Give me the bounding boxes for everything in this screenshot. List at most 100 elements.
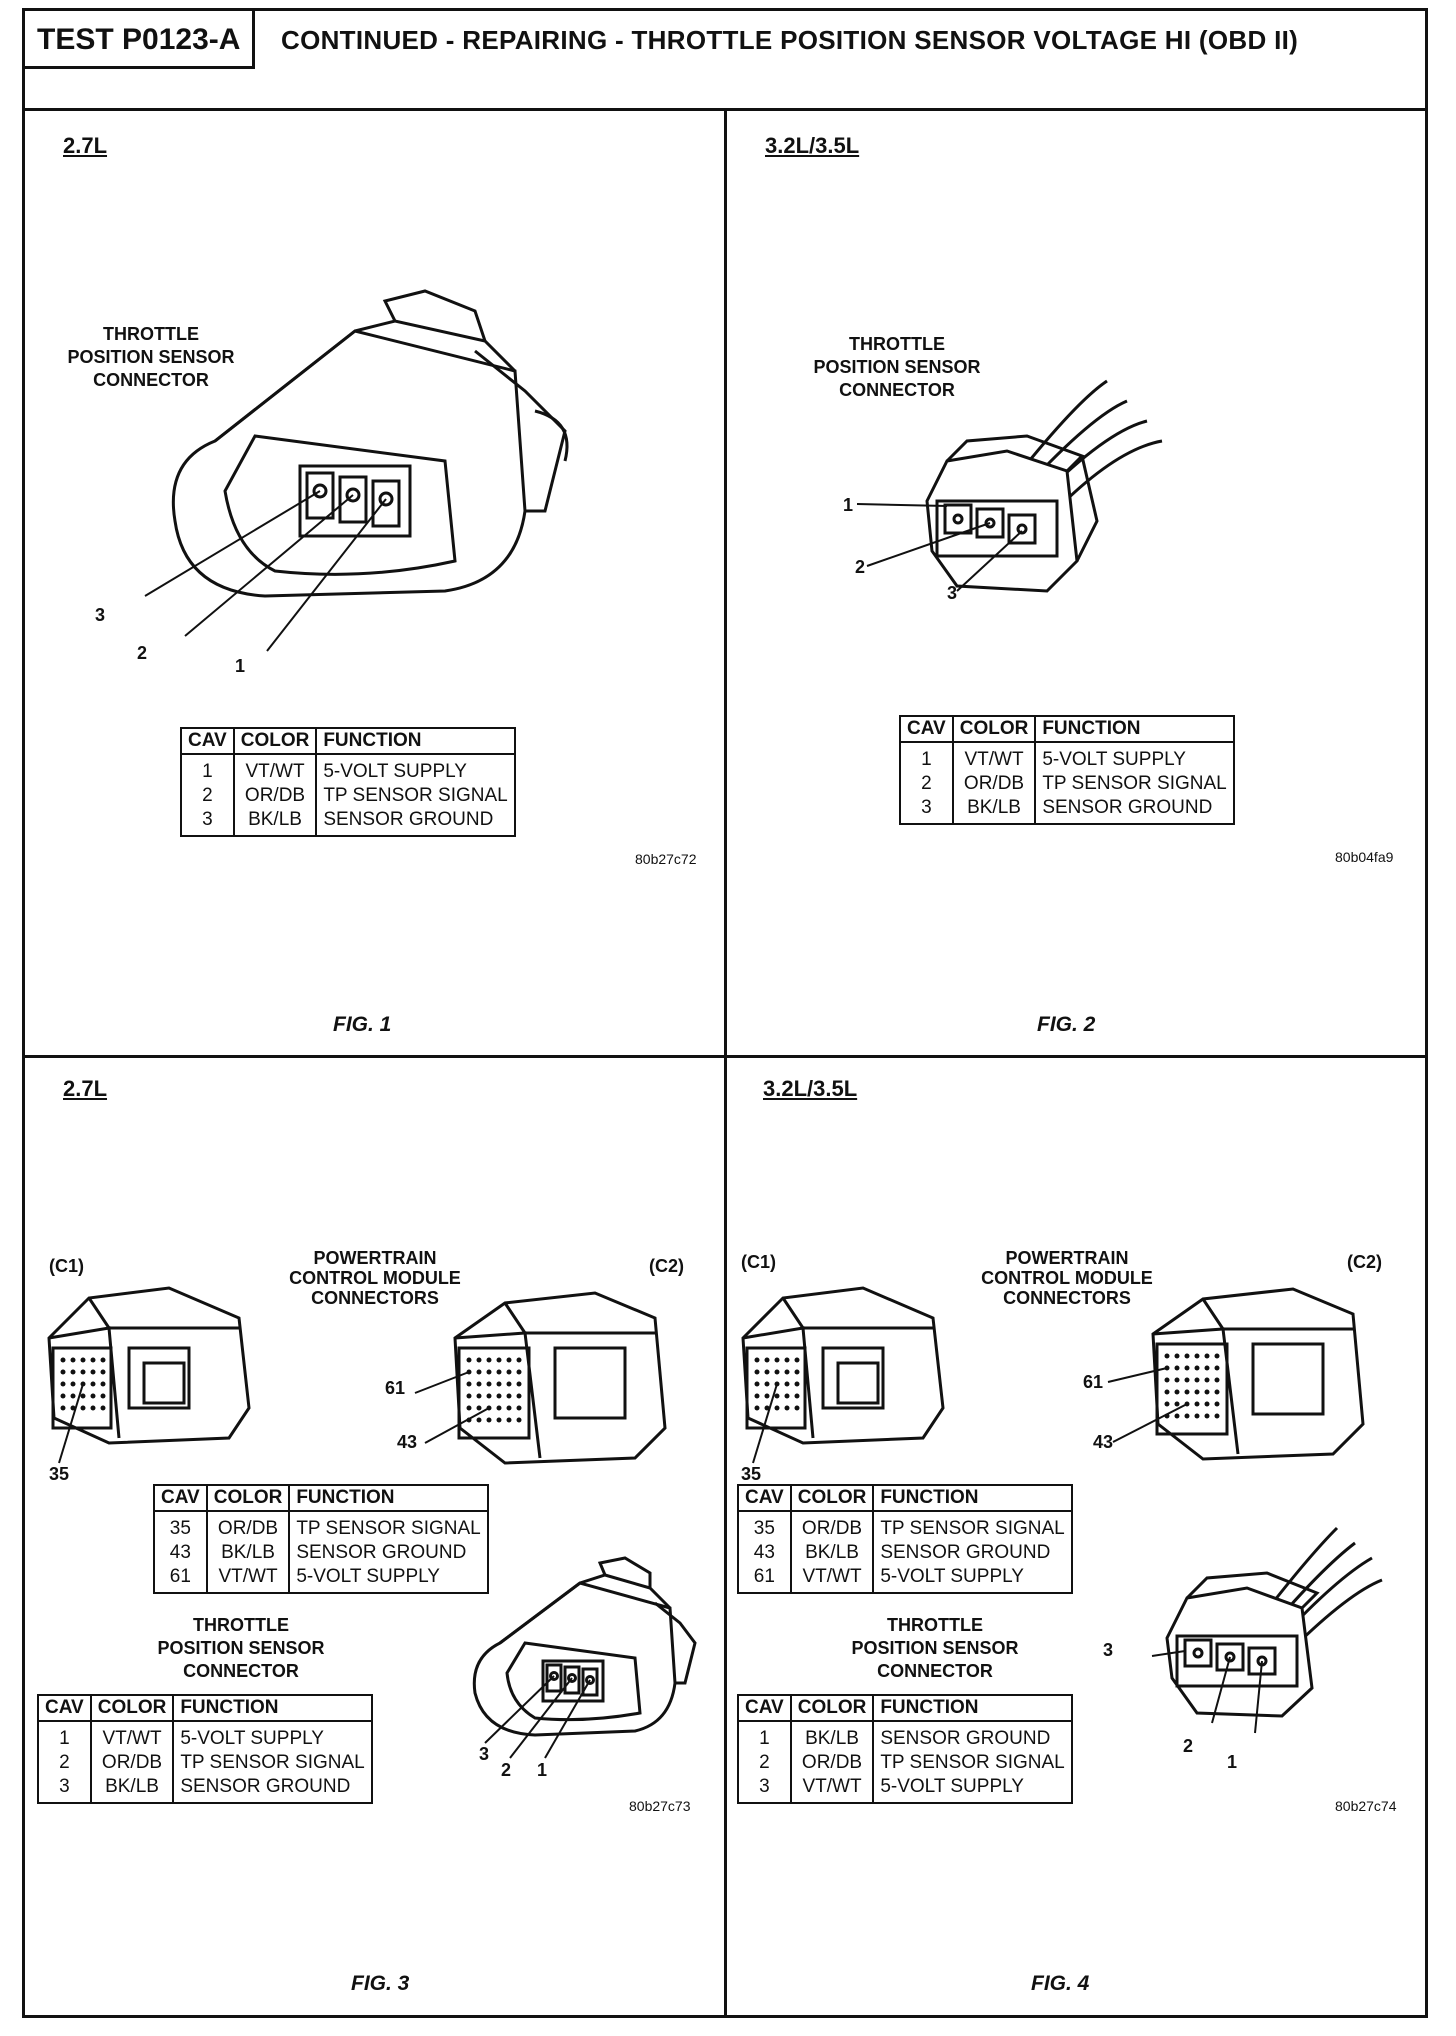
fig2-leader-3 — [956, 530, 1023, 592]
fig4-pin-35: 35 — [741, 1464, 762, 1484]
fig1-leader-2 — [184, 494, 354, 637]
test-id: TEST P0123-A — [25, 11, 256, 69]
fig1-leader-3 — [144, 490, 321, 597]
fig4-caption: FIG. 4 — [1031, 1972, 1090, 1995]
page-frame: TEST P0123-A CONTINUED - REPAIRING - THR… — [22, 8, 1428, 2018]
table-header: FUNCTION — [172, 1694, 373, 1722]
fig1-tps-connector-drawing — [144, 289, 569, 652]
fig3-leader-43 — [424, 1407, 490, 1444]
fig1-leader-1 — [266, 498, 387, 652]
fig2-leader-2 — [866, 522, 991, 567]
table-header: FUNCTION — [872, 1694, 1073, 1722]
fig1-panel: 2.7L THROTTLE POSITION SENSOR CONNECTOR — [25, 111, 724, 1055]
fig3-panel: 2.7L (C1) (C2) POWERTRAIN CONTROL MODULE… — [25, 1058, 724, 2018]
fig4-pcm-c2-drawing — [1107, 1287, 1365, 1461]
fig4-panel: 3.2L/3.5L (C1) (C2) POWERTRAIN CONTROL M… — [727, 1058, 1428, 2018]
panel-divider-vertical — [724, 108, 727, 2018]
table-header: CAV — [180, 727, 235, 755]
fig1-callout-2: 2 — [137, 643, 148, 663]
fig3-pin-61: 61 — [385, 1378, 406, 1398]
table-header: CAV — [737, 1484, 792, 1512]
fig3-tps-callout-2: 2 — [501, 1760, 512, 1780]
fig3-pcm-c2-drawing — [414, 1291, 667, 1465]
fig4-tps-leader-1 — [1254, 1660, 1263, 1734]
fig4-pin-61: 61 — [1083, 1372, 1104, 1392]
page-header: TEST P0123-A CONTINUED - REPAIRING - THR… — [25, 11, 1425, 111]
fig3-leader-61 — [414, 1371, 470, 1394]
fig2-callout-2: 2 — [855, 557, 866, 577]
table-header: CAV — [737, 1694, 792, 1722]
table-header: COLOR — [789, 1484, 875, 1512]
fig4-pin-43: 43 — [1093, 1432, 1114, 1452]
fig3-pcm-label: POWERTRAIN CONTROL MODULE CONNECTORS — [289, 1248, 461, 1308]
fig2-leader-1 — [856, 503, 948, 507]
fig4-leader-35 — [752, 1383, 778, 1464]
table-header: CAV — [37, 1694, 92, 1722]
fig4-image-code: 80b27c74 — [1335, 1798, 1397, 1814]
fig4-leader-61 — [1107, 1367, 1168, 1383]
fig4-pcm-label: POWERTRAIN CONTROL MODULE CONNECTORS — [981, 1248, 1153, 1308]
fig4-engine: 3.2L/3.5L — [763, 1076, 858, 1101]
fig3-tps-leader-1 — [544, 1679, 591, 1759]
fig3-caption: FIG. 3 — [351, 1972, 410, 1995]
fig4-tps-connector-drawing — [1151, 1526, 1383, 1734]
fig3-pcm-c1-drawing — [47, 1286, 251, 1464]
fig1-caption: FIG. 1 — [333, 1013, 392, 1036]
fig1-image-code: 80b27c72 — [635, 851, 697, 867]
fig4-tps-callout-1: 1 — [1227, 1752, 1238, 1772]
fig3-c2-label: (C2) — [649, 1256, 684, 1276]
table-header: FUNCTION — [1034, 715, 1235, 743]
fig1-engine: 2.7L — [63, 133, 108, 158]
fig3-tps-leader-2 — [509, 1677, 573, 1759]
fig3-pin-35: 35 — [49, 1464, 70, 1484]
fig3-image-code: 80b27c73 — [629, 1798, 691, 1814]
fig2-connector-label: THROTTLE POSITION SENSOR CONNECTOR — [813, 334, 981, 400]
fig4-tps-leader-2 — [1211, 1656, 1231, 1724]
fig3-tps-callout-1: 1 — [537, 1760, 548, 1780]
table-header: COLOR — [205, 1484, 291, 1512]
fig4-leader-43 — [1112, 1403, 1188, 1443]
page-title: CONTINUED - REPAIRING - THROTTLE POSITIO… — [281, 25, 1299, 55]
table-header: FUNCTION — [872, 1484, 1073, 1512]
fig2-engine: 3.2L/3.5L — [765, 133, 860, 158]
fig4-pcm-c1-drawing — [741, 1286, 945, 1464]
fig1-connector-label: THROTTLE POSITION SENSOR CONNECTOR — [67, 324, 235, 390]
fig3-c1-label: (C1) — [49, 1256, 84, 1276]
table-header: COLOR — [89, 1694, 175, 1722]
fig4-tps-callout-2: 2 — [1183, 1736, 1194, 1756]
table-header: COLOR — [789, 1694, 875, 1722]
fig2-callout-1: 1 — [843, 495, 854, 515]
panel-divider-horizontal — [25, 1055, 1425, 1058]
fig2-image-code: 80b04fa9 — [1335, 849, 1394, 865]
fig3-tps-label: THROTTLE POSITION SENSOR CONNECTOR — [157, 1615, 325, 1681]
fig3-tps-callout-3: 3 — [479, 1744, 490, 1764]
fig4-tps-leader-3 — [1151, 1650, 1186, 1657]
fig4-c1-label: (C1) — [741, 1252, 776, 1272]
table-header: FUNCTION — [288, 1484, 489, 1512]
fig4-tps-label: THROTTLE POSITION SENSOR CONNECTOR — [851, 1615, 1019, 1681]
fig3-leader-35 — [58, 1383, 84, 1464]
fig3-tps-leader-3 — [484, 1675, 555, 1744]
fig2-panel: 3.2L/3.5L THROTTLE POSITION SENSOR CONNE… — [727, 111, 1428, 1055]
fig4-tps-callout-3: 3 — [1103, 1640, 1114, 1660]
